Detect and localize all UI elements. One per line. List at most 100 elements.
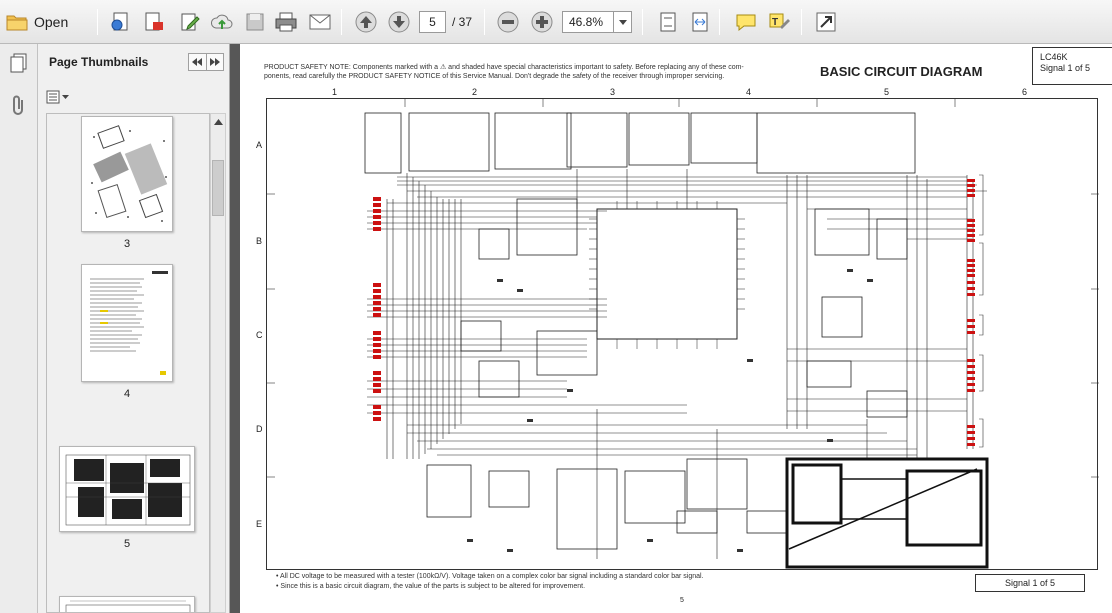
folder-icon [6, 15, 28, 31]
create-pdf-button[interactable] [107, 8, 135, 36]
edit-button[interactable] [176, 8, 204, 36]
toolbar-separator [642, 9, 643, 35]
export-button[interactable] [140, 8, 168, 36]
thumbnail-page[interactable] [81, 116, 173, 232]
page-thumbnails-tab[interactable] [6, 50, 32, 76]
column-number: 1 [332, 87, 338, 97]
thumbnail-label: 4 [123, 388, 131, 400]
open-button[interactable]: Open [6, 9, 68, 35]
column-number: 3 [610, 87, 616, 97]
row-letter: A [256, 140, 263, 150]
highlight-button[interactable]: T [766, 8, 794, 36]
column-number: 5 [884, 87, 890, 97]
prev-page-icon [355, 11, 377, 33]
open-label: Open [34, 14, 69, 30]
column-numbers: 1 2 3 4 5 6 [276, 87, 1112, 99]
thumbnail-list[interactable]: 3 4 [46, 113, 210, 613]
circuit-frame [266, 98, 1099, 570]
document-viewport[interactable]: PRODUCT SAFETY NOTE: Components marked w… [230, 44, 1112, 613]
safety-note-line: PRODUCT SAFETY NOTE: Components marked w… [264, 64, 744, 71]
print-button[interactable] [272, 8, 300, 36]
column-number: 4 [746, 87, 752, 97]
safety-note: PRODUCT SAFETY NOTE: Components marked w… [264, 63, 784, 81]
diagram-title: BASIC CIRCUIT DIAGRAM [820, 64, 983, 79]
signal-box: Signal 1 of 5 [975, 574, 1085, 592]
fit-page-icon [660, 12, 676, 32]
prev-page-button[interactable] [352, 8, 380, 36]
thumbnail-page[interactable] [59, 596, 195, 612]
column-number: 6 [1022, 87, 1028, 97]
options-icon [46, 90, 60, 104]
model-number: LC46K [1040, 52, 1068, 62]
footnote-text: All DC voltage to be measured with a tes… [280, 573, 704, 580]
zoom-in-icon [531, 11, 553, 33]
zoom-select[interactable]: 46.8% [562, 11, 632, 33]
thumbnail-label: 3 [123, 238, 131, 250]
upload-icon [210, 14, 233, 29]
thumbnail-page[interactable] [81, 264, 173, 382]
scrollbar-thumb[interactable] [212, 160, 224, 216]
zoom-value: 46.8% [569, 15, 604, 29]
thumbnail-options-button[interactable] [46, 88, 72, 106]
thumbnail-circuit-diagram [65, 454, 191, 526]
zoom-out-button[interactable] [494, 8, 522, 36]
footnote: • Since this is a basic circuit diagram,… [276, 583, 586, 590]
next-page-button[interactable] [385, 8, 413, 36]
expand-right-icon[interactable] [205, 54, 224, 70]
svg-text:T: T [772, 17, 778, 28]
thumbnail-scrollbar[interactable] [210, 113, 226, 613]
fit-page-button[interactable] [654, 8, 682, 36]
thumbnails-panel: Page Thumbnails 3 [38, 44, 230, 613]
toolbar-separator [97, 9, 98, 35]
export-icon [145, 12, 163, 31]
email-button[interactable] [306, 8, 334, 36]
row-letter: C [256, 330, 263, 340]
chevron-down-icon [62, 95, 69, 99]
row-letter: E [256, 519, 263, 529]
save-button[interactable] [241, 8, 269, 36]
toolbar-separator [801, 9, 802, 35]
zoom-in-button[interactable] [528, 8, 556, 36]
next-page-icon [388, 11, 410, 33]
chevron-up-icon[interactable] [211, 114, 225, 130]
fit-width-icon [692, 12, 708, 32]
fit-width-button[interactable] [686, 8, 714, 36]
collapse-left-icon[interactable] [189, 54, 206, 70]
thumbnail-circuit-diagram [65, 600, 191, 612]
paperclip-icon [13, 95, 23, 115]
zoom-out-icon [497, 11, 519, 33]
circuit-schematic [267, 99, 1099, 569]
footnote-text: Since this is a basic circuit diagram, t… [280, 583, 586, 590]
save-icon [246, 13, 264, 31]
model-box: LC46K Signal 1 of 5 [1032, 47, 1112, 85]
toolbar-separator [719, 9, 720, 35]
footnote: • All DC voltage to be measured with a t… [276, 573, 704, 580]
upload-button[interactable] [208, 8, 236, 36]
highlight-icon: T [769, 13, 790, 29]
collapse-panel-button[interactable] [188, 53, 224, 71]
thumbnail-exploded-view [91, 125, 168, 222]
comment-icon [736, 14, 756, 32]
fullscreen-icon [816, 12, 836, 32]
email-icon [309, 14, 331, 30]
page-number-input[interactable]: 5 [419, 11, 446, 33]
signal-label: Signal 1 of 5 [1040, 63, 1091, 73]
comment-button[interactable] [732, 8, 760, 36]
chevron-down-icon[interactable] [613, 12, 631, 32]
row-letter: D [256, 424, 263, 434]
column-number: 2 [472, 87, 478, 97]
panel-title: Page Thumbnails [49, 55, 149, 69]
toolbar-separator [341, 9, 342, 35]
document-page: PRODUCT SAFETY NOTE: Components marked w… [240, 44, 1112, 613]
page-number: 5 [680, 597, 684, 604]
pages-icon [10, 53, 27, 73]
toolbar-separator [484, 9, 485, 35]
attachments-tab[interactable] [6, 92, 32, 118]
footnotes: • All DC voltage to be measured with a t… [276, 572, 704, 592]
fullscreen-button[interactable] [812, 8, 840, 36]
page-total: / 37 [452, 15, 473, 29]
thumbnail-parts-list [90, 271, 168, 375]
row-letter: B [256, 236, 263, 246]
thumbnail-page-current[interactable] [59, 446, 195, 532]
thumbnail-label: 5 [123, 538, 131, 550]
